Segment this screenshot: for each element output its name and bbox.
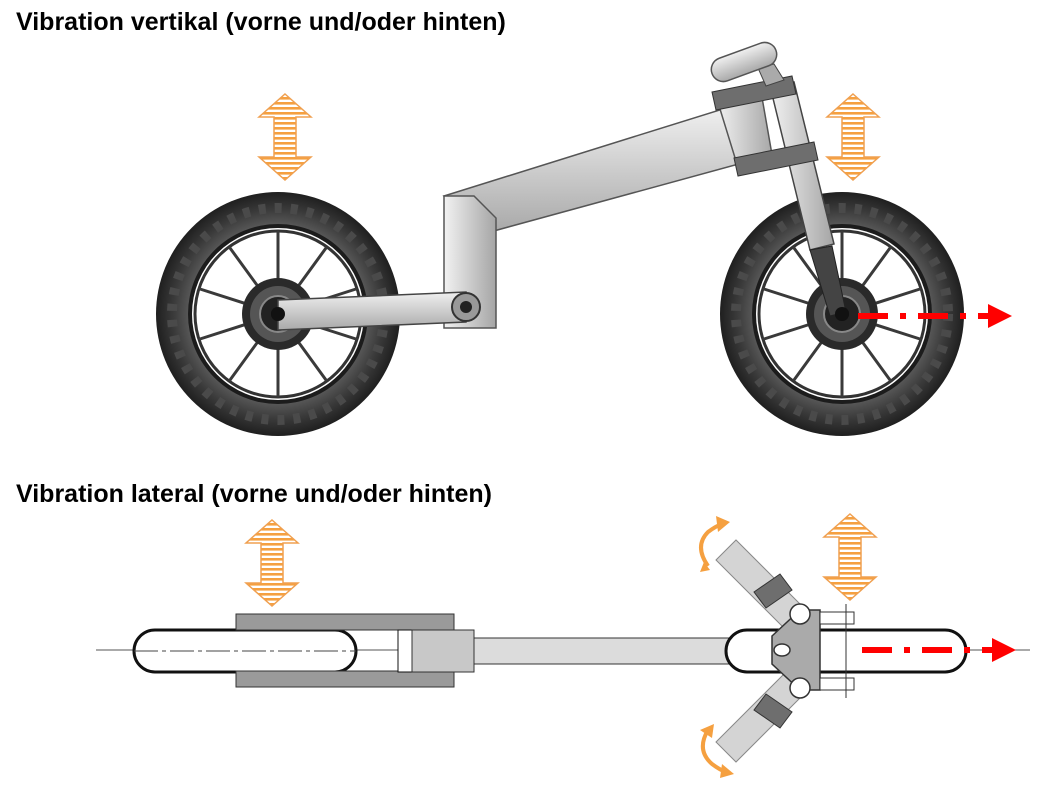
vertical-bike-side-view — [156, 41, 1012, 436]
front-vertical-vibration-icon — [826, 93, 880, 181]
lateral-bike-top-view — [96, 513, 1030, 778]
lower-clamp — [733, 141, 819, 177]
rear-lateral-vibration-icon — [245, 519, 299, 607]
vertical-section-title: Vibration vertikal (vorne und/oder hinte… — [16, 8, 506, 36]
frame-beam-top — [473, 637, 771, 665]
front-lateral-vibration-icon — [823, 513, 877, 601]
side-direction-arrowhead-icon — [988, 304, 1012, 328]
swingarm-plate-upper — [235, 613, 455, 631]
rear-vertical-vibration-icon — [258, 93, 312, 181]
swingarm-plate-lower — [235, 670, 455, 688]
handlebar-grip — [710, 41, 778, 83]
top-direction-arrowhead-icon — [992, 638, 1016, 662]
seat-block — [411, 629, 475, 673]
lateral-section-title: Vibration lateral (vorne und/oder hinten… — [16, 480, 492, 508]
